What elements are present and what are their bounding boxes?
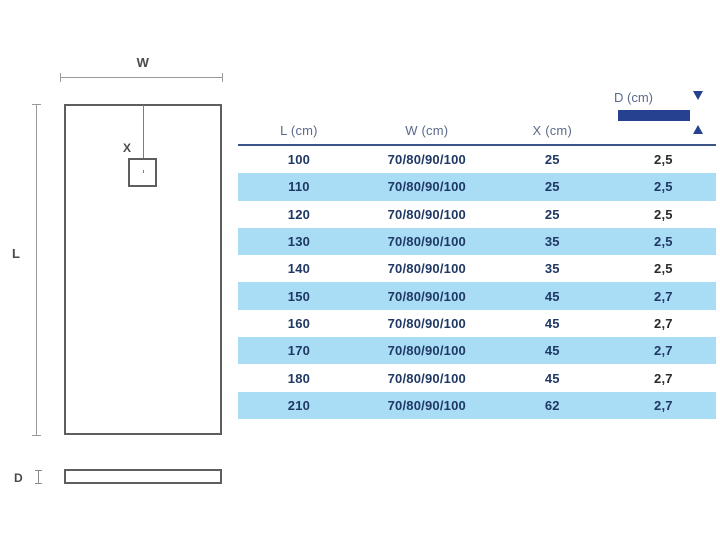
column-header-drain-offset: X (cm)	[532, 123, 572, 138]
cell-depth: 2,7	[654, 397, 673, 413]
cell-length: 110	[288, 179, 310, 195]
table-row: 130 70/80/90/100 35 2,5	[238, 227, 716, 256]
cell-drain-offset: 45	[544, 288, 560, 304]
table-row: 170 70/80/90/100 45 2,7	[238, 337, 716, 365]
width-dimension-label: W	[136, 55, 150, 70]
table-header-row: L (cm) W (cm) X (cm)	[238, 123, 716, 138]
drain-center-mark	[143, 170, 144, 173]
cell-drain-offset: 45	[544, 315, 560, 331]
cell-width: 70/80/90/100	[387, 179, 466, 195]
cell-width: 70/80/90/100	[387, 343, 466, 359]
cell-drain-offset: 35	[544, 261, 560, 277]
cell-depth: 2,7	[654, 343, 673, 359]
table-row: 140 70/80/90/100 35 2,5	[238, 255, 716, 283]
thickness-bar-icon	[618, 110, 690, 121]
cell-length: 120	[287, 206, 311, 222]
cell-width: 70/80/90/100	[387, 370, 466, 386]
cell-depth: 2,7	[654, 315, 673, 331]
cell-depth: 2,5	[654, 206, 673, 222]
table-row: 110 70/80/90/100 25 2,5	[238, 173, 716, 201]
table-header: L (cm) W (cm) X (cm) D (cm)	[238, 88, 716, 144]
cell-width: 70/80/90/100	[387, 315, 466, 331]
cell-length: 180	[287, 370, 311, 386]
cell-drain-offset: 25	[544, 152, 560, 168]
table-row: 210 70/80/90/100 62 2,7	[238, 391, 716, 419]
width-tick-left	[60, 73, 61, 82]
cell-width: 70/80/90/100	[387, 288, 466, 304]
length-tick-bottom	[32, 435, 41, 436]
table-row: 100 70/80/90/100 25 2,5	[238, 146, 716, 174]
arrow-up-icon	[693, 125, 703, 134]
table-row: 160 70/80/90/100 45 2,7	[238, 309, 716, 338]
technical-drawing: W L X D	[0, 0, 238, 540]
drain-offset-line	[143, 105, 144, 172]
cell-depth: 2,5	[654, 261, 673, 277]
specification-table: L (cm) W (cm) X (cm) D (cm) 100 70/80/90/…	[238, 88, 716, 419]
cell-length: 150	[287, 288, 311, 304]
header-divider	[238, 144, 716, 146]
depth-thickness-indicator: D (cm)	[612, 88, 708, 140]
cell-length: 100	[287, 152, 311, 168]
table-row: 150 70/80/90/100 45 2,7	[238, 282, 716, 310]
table-row: 120 70/80/90/100 25 2,5	[238, 200, 716, 228]
cell-length: 130	[287, 234, 311, 250]
drain-square-icon	[128, 158, 157, 187]
cell-depth: 2,5	[654, 179, 673, 195]
table-body: 100 70/80/90/100 25 2,5 110 70/80/90/100 25 2,5…	[238, 146, 716, 419]
cell-width: 70/80/90/100	[387, 261, 466, 277]
cell-length: 170	[287, 343, 311, 359]
cell-depth: 2,5	[654, 152, 673, 168]
cell-drain-offset: 62	[544, 397, 560, 413]
cell-width: 70/80/90/100	[387, 397, 466, 413]
cell-depth: 2,5	[654, 234, 673, 250]
cell-length: 210	[287, 397, 311, 413]
cell-drain-offset: 25	[544, 179, 560, 195]
length-tick-top	[32, 104, 41, 105]
length-dimension-label: L	[12, 246, 21, 261]
drain-offset-label: X	[123, 141, 132, 155]
depth-dimension-tick	[35, 470, 42, 484]
length-dimension-line	[36, 104, 37, 435]
cell-width: 70/80/90/100	[387, 206, 466, 222]
cell-length: 140	[287, 261, 311, 277]
cell-width: 70/80/90/100	[387, 234, 466, 250]
cell-drain-offset: 25	[544, 206, 560, 222]
column-header-width: W (cm)	[405, 123, 449, 138]
shower-tray-side-view	[64, 469, 222, 484]
table-row: 180 70/80/90/100 45 2,7	[238, 364, 716, 392]
width-dimension-line	[60, 77, 223, 78]
cell-drain-offset: 35	[544, 234, 560, 250]
cell-length: 160	[287, 315, 311, 331]
column-header-depth: D (cm)	[614, 90, 653, 105]
depth-dimension-label: D	[14, 471, 24, 485]
cell-depth: 2,7	[654, 288, 673, 304]
arrow-down-icon	[693, 91, 703, 100]
column-header-length: L (cm)	[280, 123, 318, 138]
cell-drain-offset: 45	[544, 343, 560, 359]
width-tick-right	[222, 73, 223, 82]
cell-width: 70/80/90/100	[387, 152, 466, 168]
cell-depth: 2,7	[654, 370, 673, 386]
cell-drain-offset: 45	[544, 370, 560, 386]
